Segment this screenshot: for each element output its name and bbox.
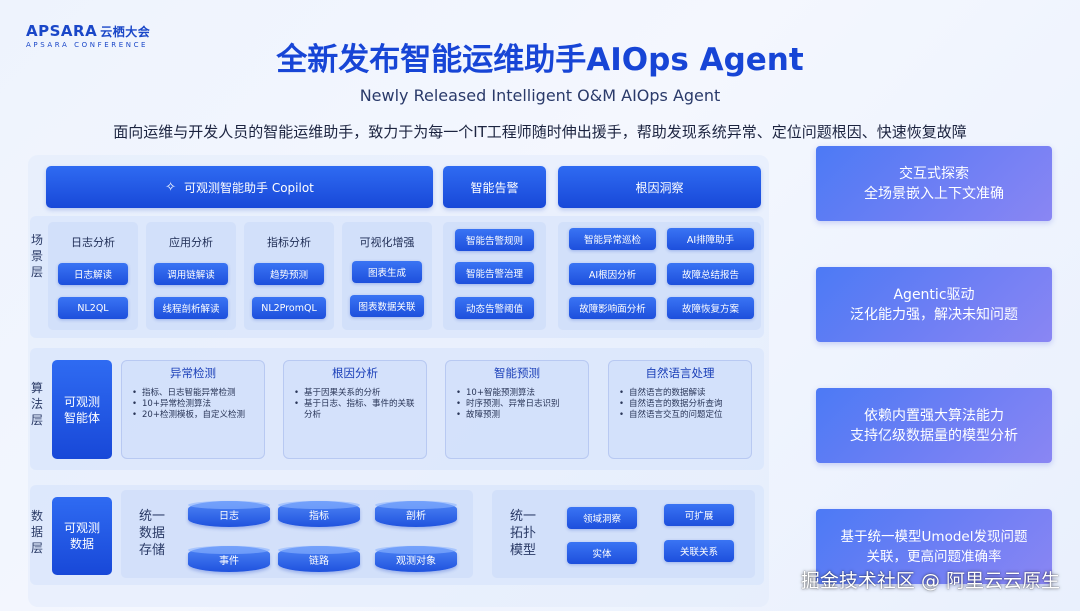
feature-line: 依赖内置强大算法能力 bbox=[864, 407, 1004, 424]
root-cause-bar-label: 根因洞察 bbox=[635, 180, 684, 195]
list-item: 10+智能预测算法 bbox=[456, 388, 582, 399]
observability-agent-block: 可观测智能体 bbox=[52, 360, 112, 459]
scene-item-button[interactable]: 调用链解读 bbox=[154, 263, 228, 285]
topology-item-button[interactable]: 关联关系 bbox=[664, 540, 734, 562]
scene-item-button[interactable]: 日志解读 bbox=[58, 263, 128, 285]
list-item: 故障预测 bbox=[456, 410, 582, 421]
scene-group-title: 应用分析 bbox=[169, 236, 213, 249]
alert-bar: 智能告警 bbox=[443, 166, 546, 208]
feature-card-agentic: Agentic驱动 泛化能力强，解决未知问题 bbox=[816, 267, 1052, 342]
algo-card-title: 自然语言处理 bbox=[645, 366, 715, 380]
list-item: 自然语言交互的问题定位 bbox=[619, 410, 745, 421]
feature-card-umodel: 基于统一模型Umodel发现问题 关联，更高问题准确率 bbox=[816, 509, 1052, 584]
data-layer-label: 数据层 bbox=[30, 509, 43, 555]
scene-group-title: 可视化增强 bbox=[359, 236, 415, 249]
root-cause-bar: 根因洞察 bbox=[558, 166, 761, 208]
list-item: 基于日志、指标、事件的关联分析 bbox=[294, 399, 420, 421]
feature-line: 关联，更高问题准确率 bbox=[866, 548, 1002, 565]
logo-brand-cn: 云栖大会 bbox=[100, 25, 151, 39]
observability-data-block: 可观测数据 bbox=[52, 497, 112, 575]
storage-label: 统一数据存储 bbox=[139, 509, 166, 558]
watermark: 掘金技术社区 @ 阿里云云原生 bbox=[800, 570, 1060, 592]
root-item-button[interactable]: 故障恢复方案 bbox=[667, 297, 754, 319]
root-item-button[interactable]: 故障总结报告 bbox=[667, 263, 754, 285]
scene-group-log: 日志分析 日志解读 NL2QL bbox=[48, 222, 138, 330]
feature-card-interactive: 交互式探索 全场景嵌入上下文准确 bbox=[816, 146, 1052, 221]
feature-line: 交互式探索 bbox=[899, 165, 969, 182]
topology-label: 统一拓扑模型 bbox=[510, 509, 537, 558]
feature-line: 泛化能力强，解决未知问题 bbox=[850, 306, 1018, 323]
scene-item-button[interactable]: NL2QL bbox=[58, 297, 128, 319]
scene-group-visual: 可视化增强 图表生成 图表数据关联 bbox=[342, 222, 432, 330]
storage-cylinder: 指标 bbox=[278, 501, 360, 527]
algo-card-nlp: 自然语言处理 自然语言的数据解读 自然语言的数据分析查询 自然语言交互的问题定位 bbox=[608, 360, 752, 459]
list-item: 自然语言的数据解读 bbox=[619, 388, 745, 399]
scene-item-button[interactable]: 线程剖析解读 bbox=[154, 297, 228, 319]
magic-wand-icon: ✧ bbox=[165, 179, 177, 195]
root-item-button[interactable]: AI排障助手 bbox=[667, 228, 754, 250]
list-item: 20+检测模板，自定义检测 bbox=[132, 410, 258, 421]
storage-cylinder: 事件 bbox=[188, 546, 270, 572]
scene-group-alert: 智能告警规则 智能告警治理 动态告警阈值 bbox=[443, 222, 546, 330]
root-item-button[interactable]: 故障影响面分析 bbox=[569, 297, 656, 319]
scene-item-button[interactable]: 图表数据关联 bbox=[350, 295, 424, 317]
list-item: 指标、日志智能异常检测 bbox=[132, 388, 258, 399]
storage-cylinder: 链路 bbox=[278, 546, 360, 572]
unified-topology: 统一拓扑模型 领域洞察 可扩展 实体 关联关系 bbox=[492, 490, 755, 578]
list-item: 时序预测、异常日志识别 bbox=[456, 399, 582, 410]
feature-line: 全场景嵌入上下文准确 bbox=[864, 185, 1004, 202]
scene-group-title: 指标分析 bbox=[267, 236, 311, 249]
copilot-bar: ✧ 可观测智能助手 Copilot bbox=[46, 166, 433, 208]
scene-group-metric: 指标分析 趋势预测 NL2PromQL bbox=[244, 222, 334, 330]
storage-cylinder: 剖析 bbox=[375, 501, 457, 527]
copilot-label: 可观测智能助手 Copilot bbox=[184, 180, 314, 195]
list-item: 自然语言的数据分析查询 bbox=[619, 399, 745, 410]
feature-line: 基于统一模型Umodel发现问题 bbox=[840, 528, 1028, 545]
scene-group-app: 应用分析 调用链解读 线程剖析解读 bbox=[146, 222, 236, 330]
alert-item-button[interactable]: 智能告警规则 bbox=[455, 229, 534, 251]
scene-layer-label: 场景层 bbox=[30, 233, 43, 279]
storage-cylinder: 日志 bbox=[188, 501, 270, 527]
list-item: 基于因果关系的分析 bbox=[294, 388, 420, 399]
page-tagline: 面向运维与开发人员的智能运维助手，致力于为每一个IT工程师随时伸出援手，帮助发现… bbox=[113, 123, 967, 141]
page-subtitle: Newly Released Intelligent O&M AIOps Age… bbox=[359, 86, 721, 105]
algo-card-list: 10+智能预测算法 时序预测、异常日志识别 故障预测 bbox=[456, 388, 582, 421]
scene-item-button[interactable]: 趋势预测 bbox=[254, 263, 324, 285]
page-title: 全新发布智能运维助手AIOps Agent bbox=[276, 42, 804, 78]
logo-brand: APSARA bbox=[26, 22, 98, 40]
algo-card-title: 异常检测 bbox=[170, 366, 216, 380]
root-item-button[interactable]: 智能异常巡检 bbox=[569, 228, 656, 250]
topology-item-button[interactable]: 可扩展 bbox=[664, 504, 734, 526]
topology-item-button[interactable]: 领域洞察 bbox=[567, 507, 637, 529]
alert-bar-label: 智能告警 bbox=[470, 180, 519, 195]
algo-card-list: 基于因果关系的分析 基于日志、指标、事件的关联分析 bbox=[294, 388, 420, 421]
root-item-button[interactable]: AI根因分析 bbox=[569, 263, 656, 285]
scene-group-root-cause: 智能异常巡检 AI排障助手 AI根因分析 故障总结报告 故障影响面分析 故障恢复… bbox=[558, 222, 761, 330]
algo-layer-label: 算法层 bbox=[30, 381, 43, 427]
scene-item-button[interactable]: 图表生成 bbox=[352, 261, 422, 283]
unified-storage: 统一数据存储 日志 指标 剖析 事件 链路 观测对象 bbox=[121, 490, 473, 578]
algo-card-title: 智能预测 bbox=[494, 366, 540, 380]
data-agent-label: 可观测数据 bbox=[63, 521, 100, 551]
algo-card-prediction: 智能预测 10+智能预测算法 时序预测、异常日志识别 故障预测 bbox=[445, 360, 589, 459]
topology-item-button[interactable]: 实体 bbox=[567, 542, 637, 564]
algo-card-root-cause: 根因分析 基于因果关系的分析 基于日志、指标、事件的关联分析 bbox=[283, 360, 427, 459]
algo-card-anomaly: 异常检测 指标、日志智能异常检测 10+异常检测算法 20+检测模板，自定义检测 bbox=[121, 360, 265, 459]
algo-agent-label: 可观测智能体 bbox=[63, 394, 100, 425]
algo-card-title: 根因分析 bbox=[332, 366, 378, 380]
algo-card-list: 指标、日志智能异常检测 10+异常检测算法 20+检测模板，自定义检测 bbox=[132, 388, 258, 421]
logo-subtitle: APSARA CONFERENCE bbox=[26, 41, 149, 49]
list-item: 10+异常检测算法 bbox=[132, 399, 258, 410]
feature-line: 支持亿级数据量的模型分析 bbox=[850, 427, 1018, 444]
scene-item-button[interactable]: NL2PromQL bbox=[252, 297, 326, 319]
storage-cylinder: 观测对象 bbox=[375, 546, 457, 572]
feature-card-algorithm: 依赖内置强大算法能力 支持亿级数据量的模型分析 bbox=[816, 388, 1052, 463]
scene-group-title: 日志分析 bbox=[71, 236, 115, 249]
algo-card-list: 自然语言的数据解读 自然语言的数据分析查询 自然语言交互的问题定位 bbox=[619, 388, 745, 421]
feature-line: Agentic驱动 bbox=[893, 286, 975, 303]
alert-item-button[interactable]: 动态告警阈值 bbox=[455, 297, 534, 319]
alert-item-button[interactable]: 智能告警治理 bbox=[455, 262, 534, 284]
